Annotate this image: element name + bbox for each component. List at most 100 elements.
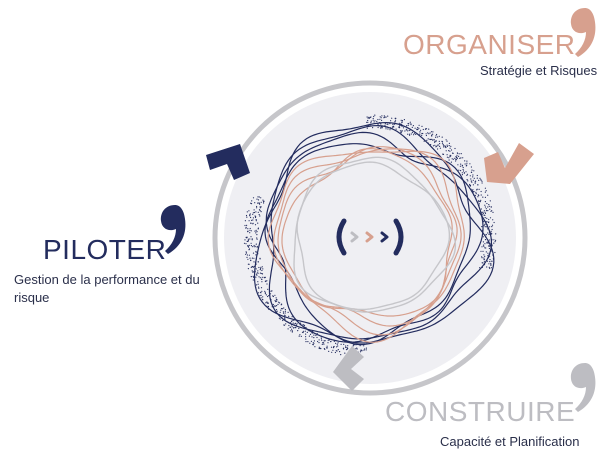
texture-dot	[323, 340, 325, 342]
texture-dot	[253, 257, 255, 259]
texture-dot	[290, 330, 292, 332]
texture-dot	[480, 208, 482, 210]
texture-dot	[446, 144, 448, 146]
texture-dot	[448, 145, 450, 147]
texture-dot	[292, 322, 294, 324]
texture-dot	[317, 340, 319, 343]
texture-dot	[486, 260, 489, 262]
texture-dot	[489, 200, 491, 202]
texture-dot	[252, 275, 254, 277]
texture-dot	[255, 273, 258, 275]
texture-dot	[394, 121, 396, 123]
texture-dot	[490, 250, 492, 253]
texture-dot	[260, 211, 262, 213]
texture-dot	[385, 116, 387, 118]
texture-dot	[482, 241, 484, 243]
texture-dot	[259, 295, 261, 297]
texture-dot	[489, 267, 491, 269]
texture-dot	[428, 133, 430, 135]
texture-dot	[279, 302, 281, 304]
texture-dot	[462, 170, 465, 172]
texture-dot	[478, 200, 480, 202]
texture-dot	[257, 270, 259, 272]
arrow-organiser-icon	[484, 143, 534, 184]
texture-dot	[493, 242, 495, 244]
texture-dot	[488, 241, 490, 243]
texture-dot	[274, 305, 277, 307]
texture-dot	[280, 304, 282, 306]
texture-dot	[489, 217, 492, 219]
texture-dot	[429, 138, 431, 140]
texture-dot	[422, 128, 424, 131]
texture-dot	[398, 122, 400, 124]
texture-dot	[264, 291, 266, 293]
texture-dot	[291, 328, 293, 330]
stage-title-piloter: PILOTER	[43, 234, 167, 265]
texture-dot	[275, 311, 277, 314]
texture-dot	[402, 127, 405, 129]
texture-dot	[398, 126, 400, 128]
texture-dot	[253, 261, 255, 263]
texture-dot	[256, 238, 258, 240]
texture-dot	[263, 276, 265, 278]
texture-dot	[393, 126, 395, 128]
texture-dot	[288, 324, 290, 327]
texture-dot	[367, 117, 369, 119]
texture-dot	[457, 164, 459, 166]
texture-dot	[336, 350, 338, 352]
texture-dot	[256, 205, 258, 208]
texture-dot	[482, 229, 484, 231]
texture-dot	[245, 243, 247, 245]
texture-dot	[313, 337, 315, 339]
texture-dot	[255, 211, 257, 213]
texture-dot	[394, 117, 396, 119]
texture-dot	[466, 179, 468, 181]
texture-dot	[437, 148, 439, 150]
texture-dot	[463, 172, 465, 174]
texture-dot	[337, 342, 339, 344]
texture-dot	[450, 161, 452, 163]
texture-dot	[255, 268, 257, 270]
texture-dot	[488, 245, 491, 247]
texture-dot	[252, 219, 254, 221]
texture-dot	[249, 214, 251, 216]
texture-dot	[490, 249, 492, 251]
texture-dot	[488, 205, 490, 207]
texture-dot	[250, 222, 252, 224]
texture-dot	[488, 245, 490, 247]
texture-dot	[482, 236, 484, 238]
texture-dot	[483, 245, 485, 247]
wavy-contour-line	[277, 146, 458, 327]
texture-dot	[253, 209, 255, 211]
texture-dot	[259, 272, 261, 274]
texture-dot	[484, 217, 486, 219]
stage-title-construire: CONSTRUIRE	[385, 396, 576, 427]
texture-dot	[486, 202, 488, 205]
texture-dot	[271, 306, 273, 308]
texture-dot	[470, 188, 472, 190]
texture-dot	[248, 248, 251, 250]
texture-dot	[407, 133, 409, 135]
texture-dot	[363, 349, 365, 351]
texture-dot	[469, 163, 471, 165]
texture-dot	[318, 346, 320, 348]
texture-dot	[380, 126, 382, 128]
texture-dot	[376, 120, 378, 123]
texture-dot	[284, 315, 286, 317]
texture-dot	[347, 345, 349, 347]
texture-dot	[427, 142, 429, 144]
texture-dot	[259, 210, 261, 212]
wavy-contour-line	[265, 131, 484, 343]
texture-dot	[244, 220, 246, 222]
texture-dot	[292, 327, 295, 329]
quote-mark-organiser-icon	[570, 8, 596, 57]
texture-dot	[254, 270, 256, 272]
texture-dot	[438, 135, 440, 137]
texture-dot	[299, 334, 301, 336]
texture-dot	[379, 116, 381, 118]
texture-dot	[253, 211, 255, 214]
texture-dot	[248, 220, 250, 222]
texture-dot	[324, 348, 326, 350]
texture-dot	[485, 233, 487, 236]
